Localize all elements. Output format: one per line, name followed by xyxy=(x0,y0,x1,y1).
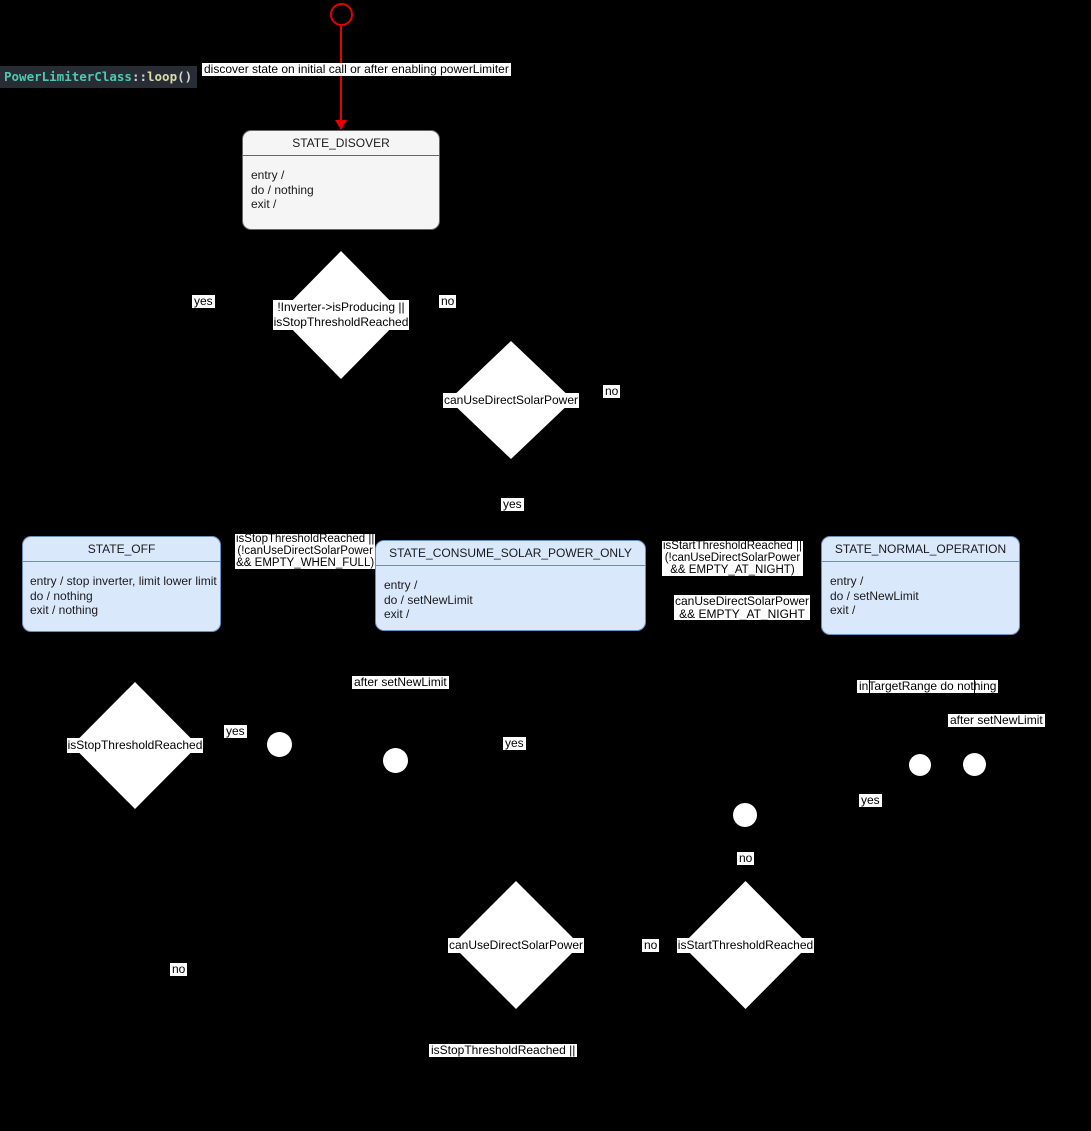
connector-line xyxy=(869,680,870,694)
guard-line: (!canUseDirectSolarPower xyxy=(664,551,801,564)
code-scope-operator: :: xyxy=(131,69,147,84)
edge-label-no: no xyxy=(439,294,457,308)
state-action: exit / xyxy=(830,603,856,617)
code-parens: () xyxy=(177,69,193,84)
guard-label-stop-threshold-partial: isStopThresholdReached || xyxy=(429,1043,578,1057)
transition-note-in-target-range: inTargetRange do nothing xyxy=(857,679,999,693)
connector-line xyxy=(974,680,975,694)
junction-node-icon xyxy=(909,754,931,776)
code-caption: PowerLimiterClass::loop() xyxy=(0,66,198,88)
state-action: exit / xyxy=(251,197,277,211)
guard-label-stop-threshold: isStopThresholdReached || (!canUseDirect… xyxy=(235,533,376,570)
junction-node-icon xyxy=(267,732,292,757)
guard-line: && EMPTY_WHEN_FULL) xyxy=(236,556,375,569)
transition-note-after-set-new-limit: after setNewLimit xyxy=(352,675,449,689)
decision-condition: isStartThresholdReached xyxy=(676,937,815,953)
state-action: exit / nothing xyxy=(30,603,99,617)
state-action: entry / xyxy=(251,168,285,182)
edge-label-yes: yes xyxy=(859,793,882,807)
decision-label-direct-solar-top: canUseDirectSolarPower xyxy=(442,341,580,459)
guard-line: (!canUseDirectSolarPower xyxy=(237,544,373,557)
state-body: entry / do / setNewLimit exit / xyxy=(376,566,645,622)
state-title: STATE_CONSUME_SOLAR_POWER_ONLY xyxy=(376,541,645,566)
arrowhead-icon xyxy=(335,120,347,130)
state-action: do / nothing xyxy=(251,182,314,197)
decision-condition: isStopThresholdReached xyxy=(272,315,410,330)
state-body: entry / do / setNewLimit exit / xyxy=(822,562,1019,618)
guard-line: && EMPTY_AT_NIGHT) xyxy=(670,563,795,576)
junction-node-icon xyxy=(963,753,986,776)
edge-label-yes: yes xyxy=(501,497,524,511)
decision-condition: canUseDirectSolarPower xyxy=(447,937,585,953)
decision-label-stop-threshold: isStopThresholdReached xyxy=(66,682,204,809)
state-title: STATE_NORMAL_OPERATION xyxy=(822,537,1019,562)
transition-note-discover: discover state on initial call or after … xyxy=(202,62,511,76)
state-box-discover: STATE_DISOVER entry / do / nothing exit … xyxy=(242,130,440,230)
edge-label-no: no xyxy=(737,851,755,865)
state-action: entry / stop inverter, limit lower limit xyxy=(30,574,217,588)
state-box-normal-operation: STATE_NORMAL_OPERATION entry / do / setN… xyxy=(821,536,1020,635)
code-class-name: PowerLimiterClass xyxy=(4,69,132,84)
state-box-off: STATE_OFF entry / stop inverter, limit l… xyxy=(22,536,221,632)
state-action: entry / xyxy=(384,578,418,592)
state-action: exit / xyxy=(384,607,410,621)
guard-line: isStartThresholdReached || xyxy=(663,540,802,552)
guard-label-empty-at-night: canUseDirectSolarPower && EMPTY_AT_NIGHT xyxy=(674,594,811,621)
decision-condition: isStopThresholdReached xyxy=(66,738,204,753)
state-body: entry / stop inverter, limit lower limit… xyxy=(23,562,220,618)
guard-line: isStopThresholdReached || xyxy=(236,533,375,545)
state-title: STATE_DISOVER xyxy=(243,131,439,156)
code-method-name: loop xyxy=(147,69,178,84)
decision-condition: canUseDirectSolarPower xyxy=(442,392,580,408)
state-box-consume-solar-only: STATE_CONSUME_SOLAR_POWER_ONLY entry / d… xyxy=(375,540,646,631)
state-title: STATE_OFF xyxy=(23,537,220,562)
state-action: entry / xyxy=(830,574,864,588)
edge-label-yes: yes xyxy=(224,724,247,738)
decision-label-producing: !Inverter->isProducing || isStopThreshol… xyxy=(272,251,410,379)
transition-note-after-set-new-limit: after setNewLimit xyxy=(948,713,1045,727)
state-action: do / setNewLimit xyxy=(830,588,919,603)
decision-condition: !Inverter->isProducing || xyxy=(272,300,410,315)
edge-label-no: no xyxy=(170,962,188,976)
guard-line: && EMPTY_AT_NIGHT xyxy=(679,606,805,621)
state-action: do / nothing xyxy=(30,588,93,603)
junction-node-icon xyxy=(383,748,408,773)
state-body: entry / do / nothing exit / xyxy=(243,156,439,212)
edge-label-no: no xyxy=(642,938,660,952)
junction-node-icon xyxy=(733,803,757,827)
edge-label-no: no xyxy=(603,384,621,398)
guard-label-start-threshold: isStartThresholdReached || (!canUseDirec… xyxy=(662,540,803,577)
state-action: do / setNewLimit xyxy=(384,592,473,607)
guard-line: canUseDirectSolarPower xyxy=(675,594,810,608)
edge-label-yes: yes xyxy=(192,294,215,308)
decision-label-start-threshold: isStartThresholdReached xyxy=(676,881,815,1009)
edge-label-yes: yes xyxy=(503,736,526,750)
decision-label-direct-solar-bottom: canUseDirectSolarPower xyxy=(447,881,585,1009)
initial-state-icon xyxy=(330,3,353,26)
